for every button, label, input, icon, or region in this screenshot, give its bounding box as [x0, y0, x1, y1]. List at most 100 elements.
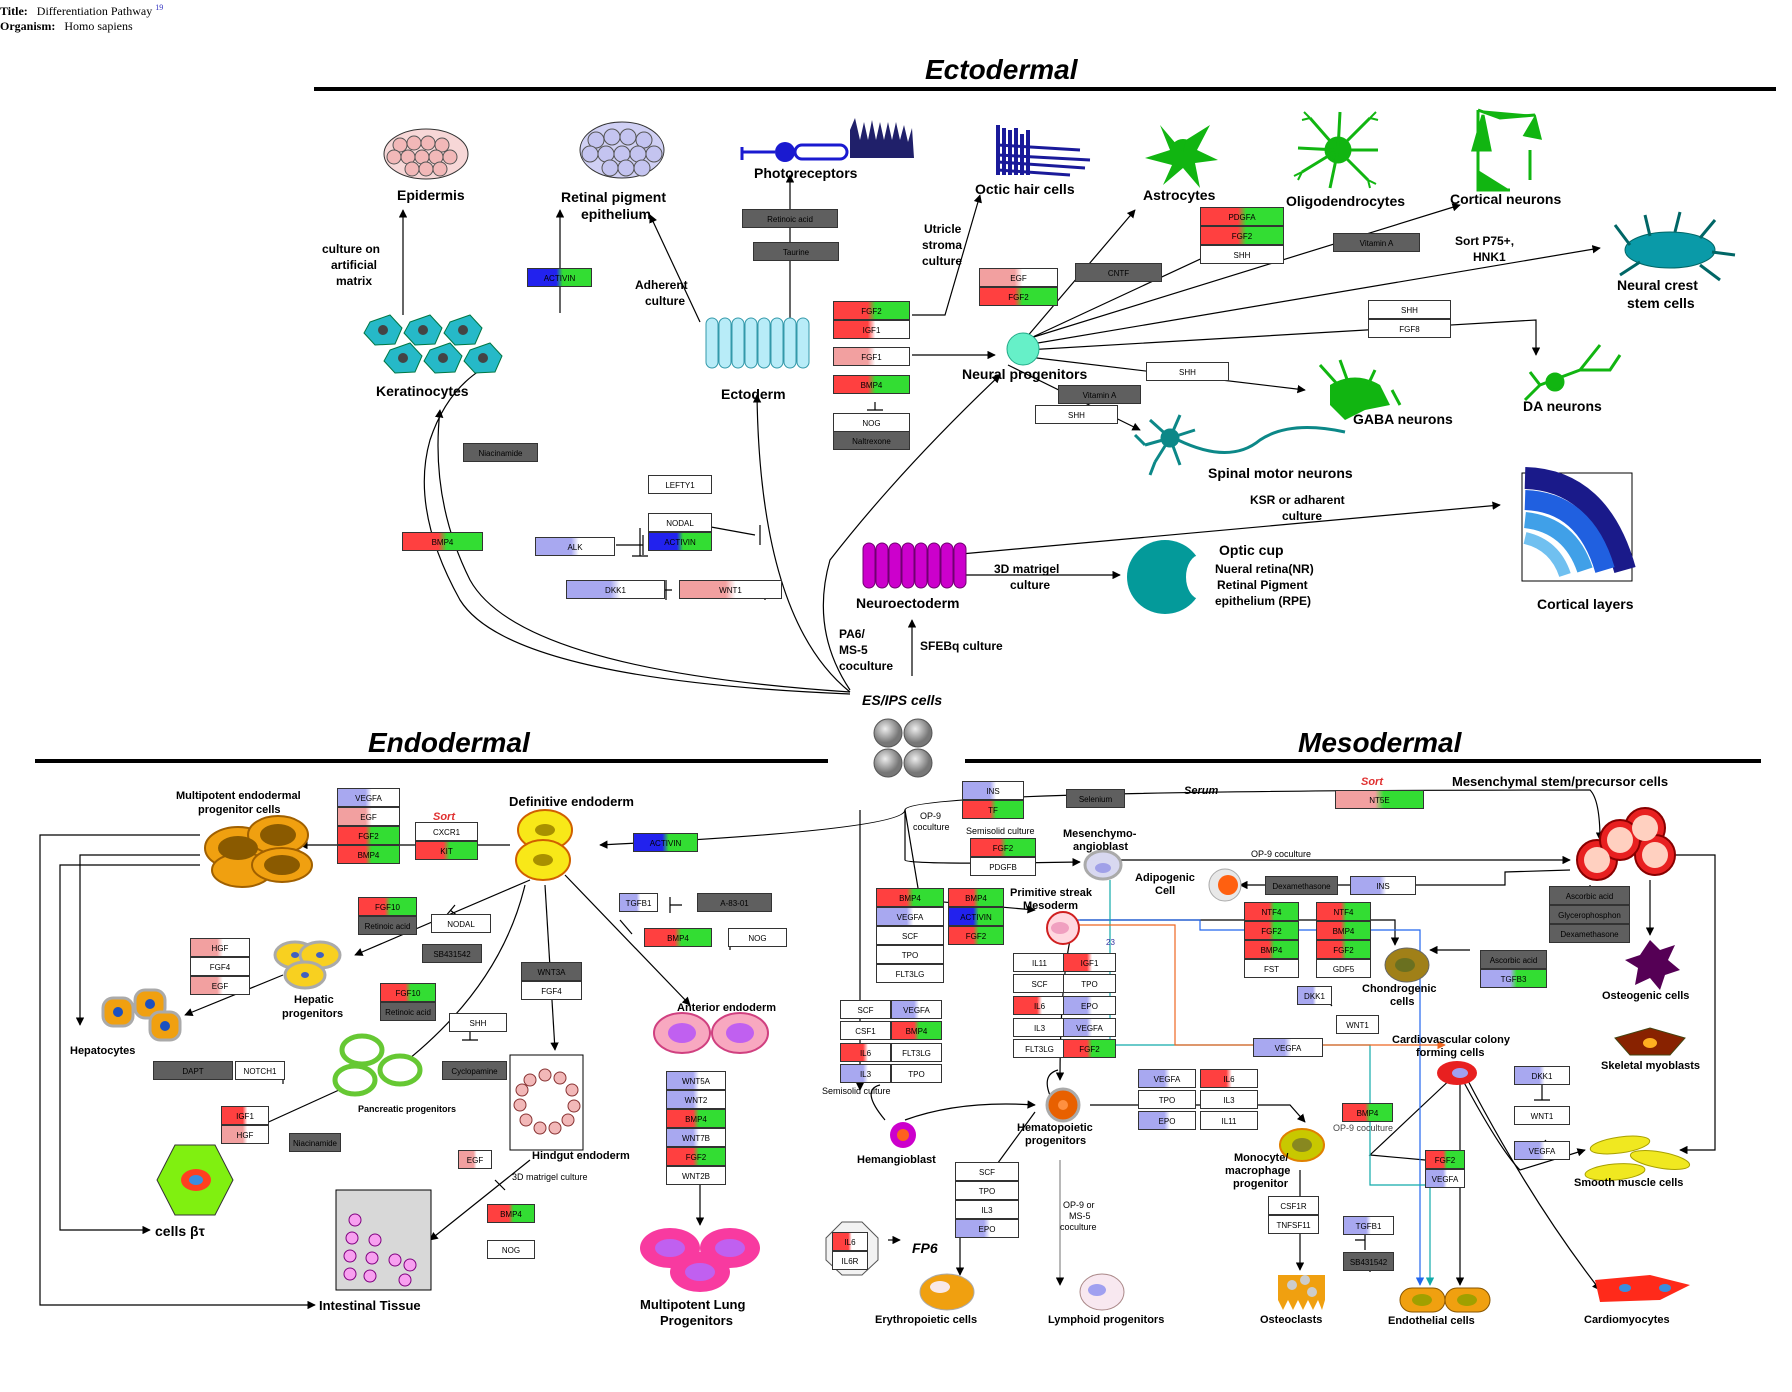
gene-box-cxcr1[interactable]: CXCR1: [415, 822, 478, 841]
gene-box-activin[interactable]: ACTIVIN: [948, 907, 1004, 926]
gene-box-tpo[interactable]: TPO: [955, 1181, 1019, 1200]
gene-box-pdgfa[interactable]: PDGFA: [1200, 207, 1284, 226]
gene-box-dexamethasone[interactable]: Dexamethasone: [1549, 924, 1630, 943]
gene-box-niacinamide[interactable]: Niacinamide: [289, 1133, 341, 1152]
gene-box-bmp4[interactable]: BMP4: [402, 532, 483, 551]
gene-box-fgf2[interactable]: FGF2: [1244, 921, 1299, 940]
gene-box-epo[interactable]: EPO: [1063, 996, 1116, 1015]
gene-box-il6[interactable]: IL6: [840, 1043, 891, 1062]
gene-box-activin[interactable]: ACTIVIN: [648, 532, 712, 551]
gene-box-a-83-01[interactable]: A-83-01: [697, 893, 772, 912]
gene-box-scf[interactable]: SCF: [955, 1162, 1019, 1181]
gene-box-shh[interactable]: SHH: [1200, 245, 1284, 264]
gene-box-naltrexone[interactable]: Naltrexone: [833, 431, 910, 450]
gene-box-retinoic-acid[interactable]: Retinoic acid: [742, 209, 838, 228]
gene-box-ntf4[interactable]: NTF4: [1316, 902, 1371, 921]
gene-box-dapt[interactable]: DAPT: [153, 1061, 233, 1080]
gene-box-igf1[interactable]: IGF1: [221, 1106, 269, 1125]
gene-box-bmp4[interactable]: BMP4: [1316, 921, 1371, 940]
gene-box-ins[interactable]: INS: [1350, 876, 1416, 895]
gene-box-bmp4[interactable]: BMP4: [644, 928, 712, 947]
gene-box-nog[interactable]: NOG: [728, 928, 787, 947]
gene-box-dkk1[interactable]: DKK1: [566, 580, 665, 599]
gene-box-fgf2[interactable]: FGF2: [948, 926, 1004, 945]
gene-box-tnfsf11[interactable]: TNFSF11: [1268, 1215, 1319, 1234]
gene-box-activin[interactable]: ACTIVIN: [633, 833, 698, 852]
gene-box-gdf5[interactable]: GDF5: [1316, 959, 1371, 978]
gene-box-il3[interactable]: IL3: [840, 1064, 891, 1083]
gene-box-fgf10[interactable]: FGF10: [380, 983, 436, 1002]
gene-box-wnt3a[interactable]: WNT3A: [521, 962, 582, 981]
gene-box-vegfa[interactable]: VEGFA: [1514, 1141, 1570, 1160]
gene-box-nog[interactable]: NOG: [833, 413, 910, 432]
gene-box-vegfa[interactable]: VEGFA: [1425, 1169, 1465, 1188]
gene-box-tgfb1[interactable]: TGFB1: [1343, 1216, 1394, 1235]
gene-box-vitamin-a[interactable]: Vitamin A: [1333, 233, 1420, 252]
gene-box-il6[interactable]: IL6: [832, 1232, 868, 1251]
gene-box-il6[interactable]: IL6: [1200, 1069, 1258, 1088]
gene-box-ascorbic-acid[interactable]: Ascorbic acid: [1549, 886, 1630, 905]
gene-box-fgf2[interactable]: FGF2: [1063, 1039, 1116, 1058]
gene-box-il11[interactable]: IL11: [1200, 1111, 1258, 1130]
gene-box-bmp4[interactable]: BMP4: [1244, 940, 1299, 959]
gene-box-epo[interactable]: EPO: [1138, 1111, 1196, 1130]
gene-box-glycerophosphon[interactable]: Glycerophosphon: [1549, 905, 1630, 924]
gene-box-bmp4[interactable]: BMP4: [833, 375, 910, 394]
gene-box-igf1[interactable]: IGF1: [833, 320, 910, 339]
label-ref23[interactable]: 23: [1106, 938, 1115, 947]
gene-box-sb431542[interactable]: SB431542: [1343, 1252, 1394, 1271]
gene-box-shh[interactable]: SHH: [1035, 405, 1118, 424]
gene-box-cntf[interactable]: CNTF: [1075, 263, 1162, 282]
gene-box-il6[interactable]: IL6: [1013, 996, 1066, 1015]
gene-box-tgfb3[interactable]: TGFB3: [1480, 969, 1547, 988]
gene-box-alk[interactable]: ALK: [535, 537, 615, 556]
gene-box-tpo[interactable]: TPO: [891, 1064, 942, 1083]
gene-box-wnt1[interactable]: WNT1: [1514, 1106, 1570, 1125]
gene-box-ascorbic-acid[interactable]: Ascorbic acid: [1480, 950, 1547, 969]
gene-box-egf[interactable]: EGF: [458, 1150, 492, 1169]
gene-box-scf[interactable]: SCF: [1013, 974, 1066, 993]
gene-box-wnt2b[interactable]: WNT2B: [666, 1166, 726, 1185]
gene-box-bmp4[interactable]: BMP4: [1342, 1103, 1393, 1122]
gene-box-shh[interactable]: SHH: [449, 1013, 507, 1032]
gene-box-fgf2[interactable]: FGF2: [979, 287, 1058, 306]
gene-box-wnt5a[interactable]: WNT5A: [666, 1071, 726, 1090]
gene-box-tf[interactable]: TF: [962, 800, 1024, 819]
gene-box-vegfa[interactable]: VEGFA: [1063, 1018, 1116, 1037]
gene-box-wnt2[interactable]: WNT2: [666, 1090, 726, 1109]
gene-box-retinoic-acid[interactable]: Retinoic acid: [358, 916, 417, 935]
gene-box-vegfa[interactable]: VEGFA: [891, 1000, 942, 1019]
gene-box-fgf2[interactable]: FGF2: [833, 301, 910, 320]
gene-box-fgf2[interactable]: FGF2: [1316, 940, 1371, 959]
gene-box-lefty1[interactable]: LEFTY1: [648, 475, 712, 494]
gene-box-flt3lg[interactable]: FLT3LG: [876, 964, 944, 983]
gene-box-hgf[interactable]: HGF: [221, 1125, 269, 1144]
gene-box-il3[interactable]: IL3: [1200, 1090, 1258, 1109]
gene-box-niacinamide[interactable]: Niacinamide: [463, 443, 538, 462]
gene-box-epo[interactable]: EPO: [955, 1219, 1019, 1238]
gene-box-fgf2[interactable]: FGF2: [1425, 1150, 1465, 1169]
gene-box-vegfa[interactable]: VEGFA: [1138, 1069, 1196, 1088]
gene-box-taurine[interactable]: Taurine: [753, 242, 839, 261]
gene-box-dkk1[interactable]: DKK1: [1514, 1066, 1570, 1085]
gene-box-ins[interactable]: INS: [962, 781, 1024, 800]
gene-box-il6r[interactable]: IL6R: [832, 1251, 868, 1270]
gene-box-fst[interactable]: FST: [1244, 959, 1299, 978]
gene-box-flt3lg[interactable]: FLT3LG: [1013, 1039, 1066, 1058]
gene-box-nog[interactable]: NOG: [487, 1240, 535, 1259]
gene-box-fgf8[interactable]: FGF8: [1368, 319, 1451, 338]
gene-box-selenium[interactable]: Selenium: [1066, 789, 1125, 808]
gene-box-pdgfb[interactable]: PDGFB: [970, 857, 1036, 876]
gene-box-bmp4[interactable]: BMP4: [337, 845, 400, 864]
gene-box-egf[interactable]: EGF: [190, 976, 250, 995]
gene-box-dexamethasone[interactable]: Dexamethasone: [1265, 876, 1338, 895]
gene-box-igf1[interactable]: IGF1: [1063, 953, 1116, 972]
gene-box-bmp4[interactable]: BMP4: [666, 1109, 726, 1128]
gene-box-csf1[interactable]: CSF1: [840, 1021, 891, 1040]
gene-box-fgf10[interactable]: FGF10: [358, 897, 417, 916]
gene-box-egf[interactable]: EGF: [979, 268, 1058, 287]
gene-box-fgf4[interactable]: FGF4: [190, 957, 250, 976]
gene-box-shh[interactable]: SHH: [1368, 300, 1451, 319]
gene-box-il3[interactable]: IL3: [1013, 1018, 1066, 1037]
gene-box-bmp4[interactable]: BMP4: [876, 888, 944, 907]
